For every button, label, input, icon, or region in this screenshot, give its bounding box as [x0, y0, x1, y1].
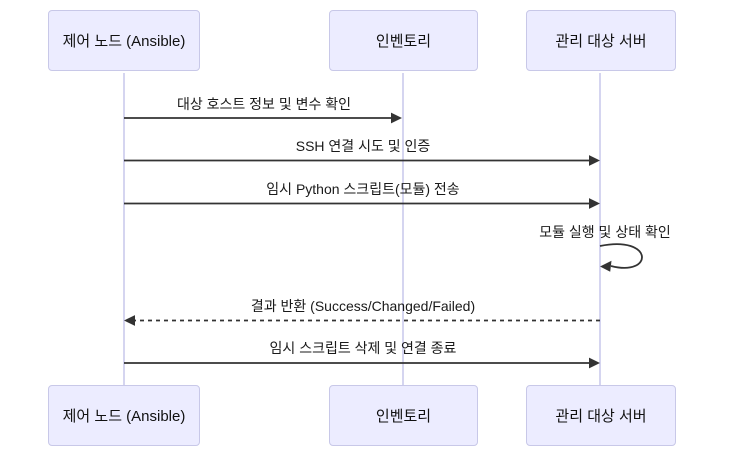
message-3-label: 임시 Python 스크립트(모듈) 전송 — [266, 181, 460, 197]
actor-control-node-label-bottom: 제어 노드 (Ansible) — [62, 408, 186, 425]
message-6-arrowhead — [589, 357, 600, 369]
actor-inventory-label: 인벤토리 — [375, 33, 432, 50]
actor-managed-server-top: 관리 대상 서버 — [526, 10, 676, 71]
message-1-label: 대상 호스트 정보 및 변수 확인 — [176, 96, 352, 112]
actor-managed-server-label-bottom: 관리 대상 서버 — [555, 408, 647, 425]
message-1-arrowhead — [391, 112, 402, 124]
message-2-label: SSH 연결 시도 및 인증 — [295, 138, 431, 154]
actor-inventory-top: 인벤토리 — [329, 10, 478, 71]
message-6-label: 임시 스크립트 삭제 및 연결 종료 — [269, 340, 457, 356]
message-5-label: 결과 반환 (Success/Changed/Failed) — [250, 298, 476, 314]
actor-control-node-bottom: 제어 노드 (Ansible) — [48, 385, 200, 446]
actor-control-node-label: 제어 노드 (Ansible) — [62, 33, 186, 50]
message-4-arrowhead — [600, 260, 612, 272]
message-2-arrowhead — [589, 155, 600, 166]
actor-managed-server-label: 관리 대상 서버 — [555, 33, 647, 50]
message-5-arrowhead — [124, 315, 135, 326]
message-4-self-loop — [599, 243, 643, 269]
actor-managed-server-bottom: 관리 대상 서버 — [526, 385, 676, 446]
message-3-arrowhead — [589, 198, 600, 209]
message-4-label: 모듈 실행 및 상태 확인 — [539, 224, 671, 240]
actor-inventory-bottom: 인벤토리 — [329, 385, 478, 446]
actor-control-node-top: 제어 노드 (Ansible) — [48, 10, 200, 71]
actor-inventory-label-bottom: 인벤토리 — [375, 408, 432, 425]
